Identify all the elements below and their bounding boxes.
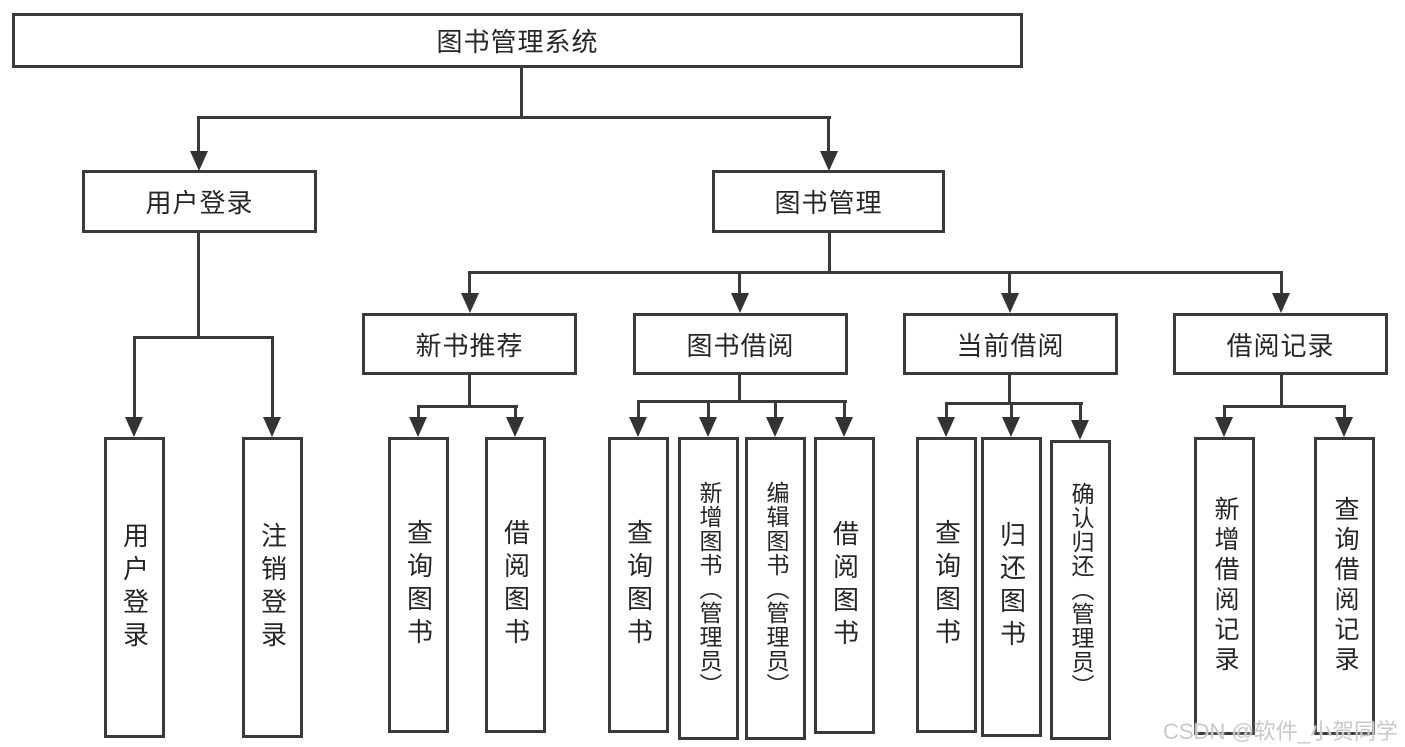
arrow-down-icon <box>1071 420 1089 440</box>
connector-vline <box>271 336 274 419</box>
arrow-down-icon <box>125 417 143 437</box>
arrow-down-icon <box>461 293 479 313</box>
connector-vline <box>774 400 777 419</box>
connector-hline <box>417 405 518 408</box>
connector-vline <box>1280 271 1283 296</box>
connector-vline <box>417 405 420 419</box>
connector-vline <box>1223 405 1226 419</box>
arrow-down-icon <box>629 417 647 437</box>
connector-vline <box>1079 402 1082 422</box>
node-leaf-confirm-return-admin: 确认归还（管理员） <box>1050 440 1111 740</box>
node-user-login: 用户登录 <box>82 170 317 233</box>
connector-vline <box>945 402 948 419</box>
arrow-down-icon <box>820 151 838 171</box>
node-leaf-return-books: 归还图书 <box>981 437 1042 737</box>
arrow-down-icon <box>731 293 749 313</box>
node-label: 查询图书 <box>403 519 434 651</box>
connector-hline <box>945 402 1083 405</box>
node-label: 编辑图书（管理员） <box>763 480 789 697</box>
arrow-down-icon <box>1215 417 1233 437</box>
connector-vline <box>1008 375 1011 405</box>
node-label: 当前借阅 <box>956 330 1065 361</box>
node-book-borrowing: 图书借阅 <box>633 313 848 375</box>
connector-vline <box>1343 405 1346 419</box>
node-leaf-add-book-admin: 新增图书（管理员） <box>678 437 739 740</box>
node-label: 查询图书 <box>623 519 654 651</box>
node-leaf-add-borrow-record: 新增借阅记录 <box>1194 437 1255 735</box>
arrow-down-icon <box>1001 293 1019 313</box>
arrow-down-icon <box>263 417 281 437</box>
connector-vline <box>1008 271 1011 296</box>
arrow-down-icon <box>409 417 427 437</box>
node-label: 新书推荐 <box>415 330 524 361</box>
connector-vline <box>827 116 830 152</box>
node-label: 查询借阅记录 <box>1331 496 1359 676</box>
arrow-down-icon <box>1272 293 1290 313</box>
arrow-down-icon <box>835 417 853 437</box>
node-label: 图书管理系统 <box>436 27 599 57</box>
node-leaf-edit-book-admin: 编辑图书（管理员） <box>745 437 806 740</box>
node-label: 用户登录 <box>145 188 254 218</box>
connector-vline <box>520 66 523 119</box>
connector-hline <box>197 116 831 119</box>
node-label: 借阅图书 <box>829 519 860 652</box>
node-current-borrowing: 当前借阅 <box>903 313 1118 375</box>
node-leaf-borrow-books-recommend: 借阅图书 <box>485 437 546 733</box>
node-label: 新增借阅记录 <box>1211 496 1239 676</box>
node-leaf-query-borrow-record: 查询借阅记录 <box>1314 437 1375 735</box>
node-book-management: 图书管理 <box>712 170 945 233</box>
connector-vline <box>637 400 640 419</box>
arrow-down-icon <box>190 151 208 171</box>
connector-hline <box>1223 405 1346 408</box>
node-leaf-borrow-books-borrowing: 借阅图书 <box>814 437 875 734</box>
connector-vline <box>514 405 517 419</box>
arrow-down-icon <box>1335 417 1353 437</box>
connector-hline <box>133 336 274 339</box>
node-root-system: 图书管理系统 <box>12 13 1023 68</box>
connector-vline <box>197 233 200 339</box>
connector-hline <box>470 271 1283 274</box>
arrow-down-icon <box>699 417 717 437</box>
arrow-down-icon <box>506 417 524 437</box>
connector-vline <box>468 375 471 408</box>
connector-vline <box>133 336 136 419</box>
arrow-down-icon <box>1002 417 1020 437</box>
node-label: 新增图书（管理员） <box>696 480 722 697</box>
connector-vline <box>468 271 471 296</box>
node-label: 借阅图书 <box>500 519 531 651</box>
node-leaf-query-books-current: 查询图书 <box>916 437 977 733</box>
connector-hline <box>637 400 847 403</box>
connector-vline <box>1010 402 1013 419</box>
node-label: 图书借阅 <box>686 330 795 361</box>
node-label: 查询图书 <box>931 519 962 651</box>
csdn-watermark: CSDN @软件_小贺同学 <box>1163 719 1399 744</box>
arrow-down-icon <box>766 417 784 437</box>
node-label: 归还图书 <box>996 521 1027 653</box>
node-leaf-query-books-recommend: 查询图书 <box>388 437 449 733</box>
node-new-book-recommend: 新书推荐 <box>362 313 577 375</box>
connector-vline <box>738 375 741 403</box>
node-label: 图书管理 <box>774 188 883 218</box>
connector-vline <box>828 233 831 274</box>
connector-vline <box>197 116 200 152</box>
node-label: 注销登录 <box>257 521 288 654</box>
connector-vline <box>738 271 741 296</box>
node-label: 确认归还（管理员） <box>1068 482 1094 698</box>
node-label: 借阅记录 <box>1226 330 1335 361</box>
connector-vline <box>707 400 710 419</box>
node-leaf-query-books-borrowing: 查询图书 <box>608 437 669 733</box>
node-label: 用户登录 <box>119 521 150 654</box>
node-leaf-logout: 注销登录 <box>242 437 303 738</box>
connector-vline <box>843 400 846 419</box>
arrow-down-icon <box>937 417 955 437</box>
node-leaf-user-login: 用户登录 <box>104 437 165 738</box>
connector-vline <box>1280 375 1283 408</box>
node-borrowing-records: 借阅记录 <box>1173 313 1388 375</box>
